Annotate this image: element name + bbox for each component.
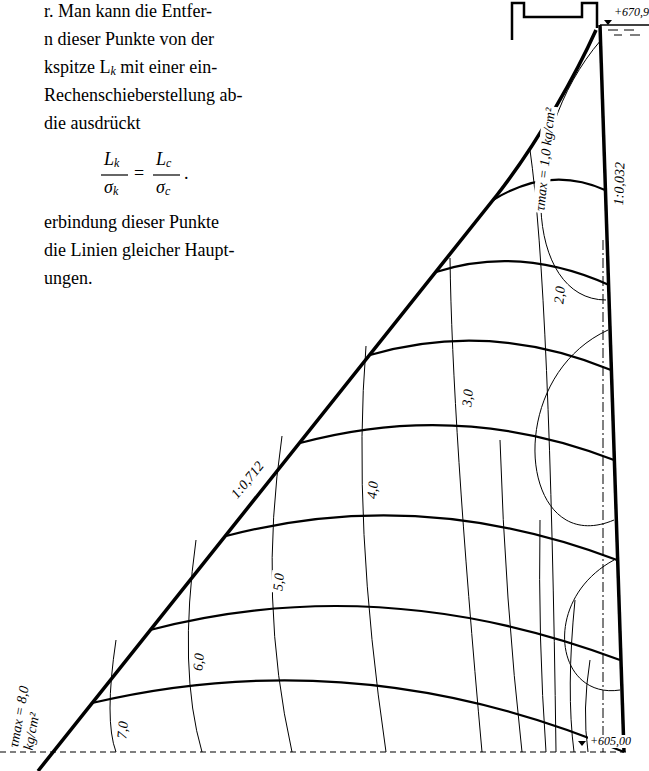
contour-line bbox=[500, 440, 522, 752]
downstream-face bbox=[38, 30, 596, 771]
formula-symbol: σ bbox=[104, 178, 113, 198]
stress-contours bbox=[110, 40, 620, 752]
subscript: k bbox=[110, 65, 115, 78]
formula-symbol: . bbox=[184, 164, 189, 184]
formula-symbol: = bbox=[134, 164, 144, 184]
base-line bbox=[0, 751, 626, 752]
water-dash bbox=[614, 35, 622, 36]
body-text: ungen. bbox=[44, 269, 93, 289]
formula-symbol: L bbox=[156, 150, 166, 170]
trajectory-line bbox=[300, 425, 614, 460]
contour-value: 3,0 bbox=[459, 387, 477, 410]
contour-value: 6,0 bbox=[190, 651, 208, 674]
contour-loop bbox=[565, 560, 620, 691]
body-text: kspitze L bbox=[44, 58, 110, 78]
slope-label: 1:0,032 bbox=[611, 162, 628, 206]
contour-line bbox=[570, 600, 575, 752]
water-line bbox=[600, 24, 649, 26]
formula-symbol: σ bbox=[156, 178, 165, 198]
stress-trajectories bbox=[92, 180, 624, 752]
level-marker bbox=[578, 741, 586, 746]
body-text: Rechenschieberstellung ab- bbox=[44, 86, 242, 106]
body-text: mit einer ein- bbox=[120, 58, 217, 78]
trajectory-line bbox=[370, 341, 611, 370]
body-text: erbindung dieser Punkte bbox=[44, 213, 219, 233]
water-dash bbox=[630, 35, 640, 36]
body-text: die ausdrückt bbox=[44, 114, 140, 134]
subscript: c bbox=[166, 157, 171, 170]
trajectory-line bbox=[436, 261, 609, 285]
level-label: +605,00 bbox=[588, 735, 633, 748]
subscript: c bbox=[165, 185, 170, 198]
stress-label: τmax = 1,0 kg/cm² bbox=[532, 105, 559, 213]
fraction-bar bbox=[101, 174, 128, 175]
water-level bbox=[600, 25, 649, 35]
subscript: k bbox=[114, 157, 119, 170]
contour-line bbox=[450, 258, 482, 752]
contour-value: 7,0 bbox=[114, 719, 132, 742]
body-text: n dieser Punkte von der bbox=[44, 30, 214, 50]
subscript: k bbox=[113, 185, 118, 198]
trajectory-line bbox=[150, 606, 620, 660]
crest-parapet bbox=[512, 3, 597, 40]
level-label: +670,90 bbox=[614, 6, 649, 19]
water-dash bbox=[608, 30, 618, 31]
body-text: r. Man kann die Entfer- bbox=[44, 2, 212, 22]
slope-label: 1:0,712 bbox=[228, 458, 267, 501]
body-text: die Linien gleicher Haupt- bbox=[44, 241, 234, 261]
axis-line bbox=[603, 240, 604, 752]
contour-line bbox=[530, 150, 556, 752]
fraction-bar bbox=[153, 174, 180, 175]
dam-outline bbox=[38, 3, 624, 771]
contour-line bbox=[362, 346, 386, 752]
contour-line bbox=[272, 436, 292, 752]
contour-value: 5,0 bbox=[270, 571, 288, 594]
contour-value: 2,0 bbox=[551, 284, 569, 307]
upstream-face bbox=[600, 25, 624, 752]
trajectory-line bbox=[226, 515, 617, 560]
stress-label: τmax = 8,0 kg/cm² bbox=[6, 675, 49, 751]
level-marker bbox=[604, 20, 612, 25]
water-dash bbox=[624, 30, 634, 31]
trajectory-line bbox=[92, 680, 624, 752]
contour-loop bbox=[535, 330, 614, 526]
formula-symbol: L bbox=[104, 150, 114, 170]
contour-value: 4,0 bbox=[364, 479, 382, 502]
